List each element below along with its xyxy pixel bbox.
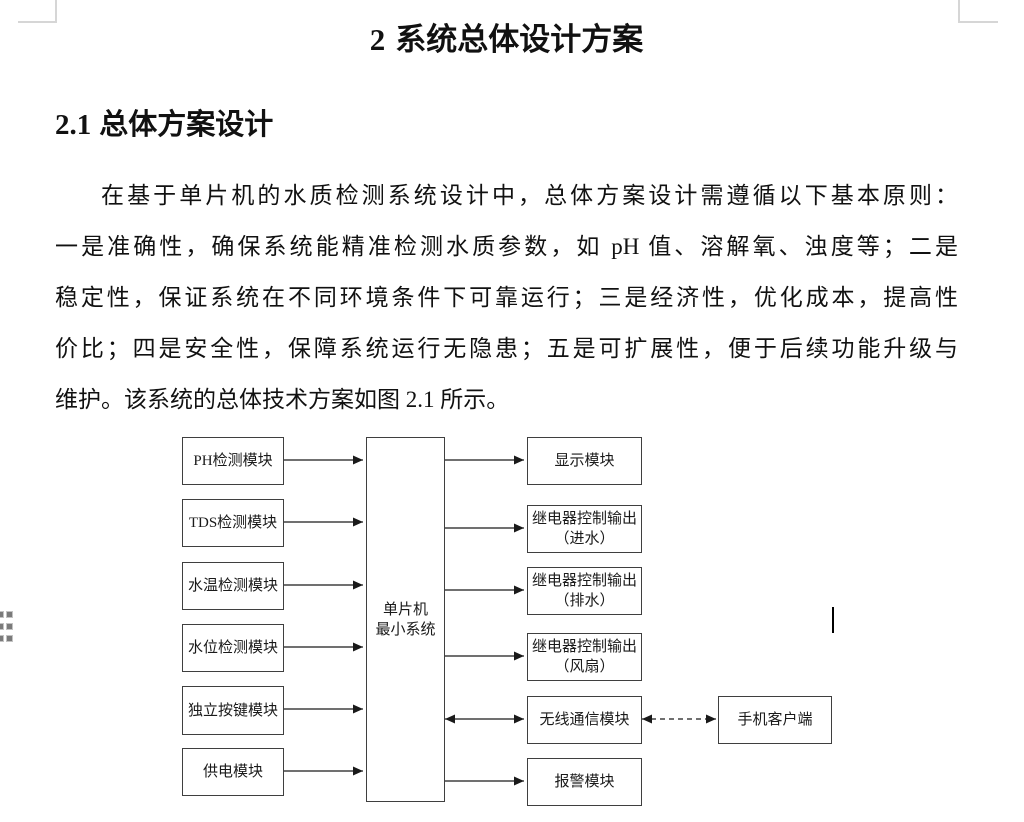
handle-dot (0, 623, 4, 630)
module-box-ph-sensor: PH检测模块 (182, 437, 284, 485)
module-box-display: 显示模块 (527, 437, 642, 485)
handle-dot (0, 635, 4, 642)
module-box-alarm: 报警模块 (527, 758, 642, 806)
module-box-phone-client: 手机客户端 (718, 696, 832, 744)
handle-dot (6, 611, 13, 618)
module-box-relay-inlet: 继电器控制输出 （进水） (527, 505, 642, 553)
module-box-water-temp-sensor: 水温检测模块 (182, 562, 284, 610)
page-margin-mark-top-left (18, 0, 57, 23)
module-box-wireless-comm: 无线通信模块 (527, 696, 642, 744)
module-box-relay-fan: 继电器控制输出 （风扇） (527, 633, 642, 681)
paragraph-line: 稳定性，保证系统在不同环境条件下可靠运行；三是经济性，优化成本，提高性 (55, 285, 958, 310)
module-box-tds-sensor: TDS检测模块 (182, 499, 284, 547)
paragraph-line: 一是准确性，确保系统能精准检测水质参数，如 pH 值、溶解氧、浊度等；二是 (55, 234, 958, 259)
side-drag-handle[interactable] (0, 611, 13, 642)
module-box-keys: 独立按键模块 (182, 686, 284, 735)
module-box-mcu-minimal-system: 单片机 最小系统 (366, 437, 445, 802)
section-number: 2.1 (55, 109, 92, 141)
body-paragraph: 在基于单片机的水质检测系统设计中，总体方案设计需遵循以下基本原则： 一是准确性，… (55, 170, 958, 425)
paragraph-line: 价比；四是安全性，保障系统运行无隐患；五是可扩展性，便于后续功能升级与 (55, 336, 958, 361)
module-box-relay-drain: 继电器控制输出 （排水） (527, 567, 642, 615)
module-box-power: 供电模块 (182, 748, 284, 796)
page-margin-mark-top-right (958, 0, 998, 23)
text-cursor (832, 607, 834, 633)
paragraph-line: 维护。该系统的总体技术方案如图 2.1 所示。 (55, 387, 510, 412)
handle-dot (6, 635, 13, 642)
handle-dot (0, 611, 4, 618)
section-heading-text: 总体方案设计 (99, 109, 274, 141)
handle-dot (6, 623, 13, 630)
chapter-title: 2 系统总体设计方案 (55, 17, 958, 63)
module-box-water-level-sensor: 水位检测模块 (182, 624, 284, 672)
chapter-title-text: 系统总体设计方案 (395, 22, 644, 57)
paragraph-line: 在基于单片机的水质检测系统设计中，总体方案设计需遵循以下基本原则： (101, 183, 958, 208)
chapter-number: 2 (369, 22, 386, 57)
